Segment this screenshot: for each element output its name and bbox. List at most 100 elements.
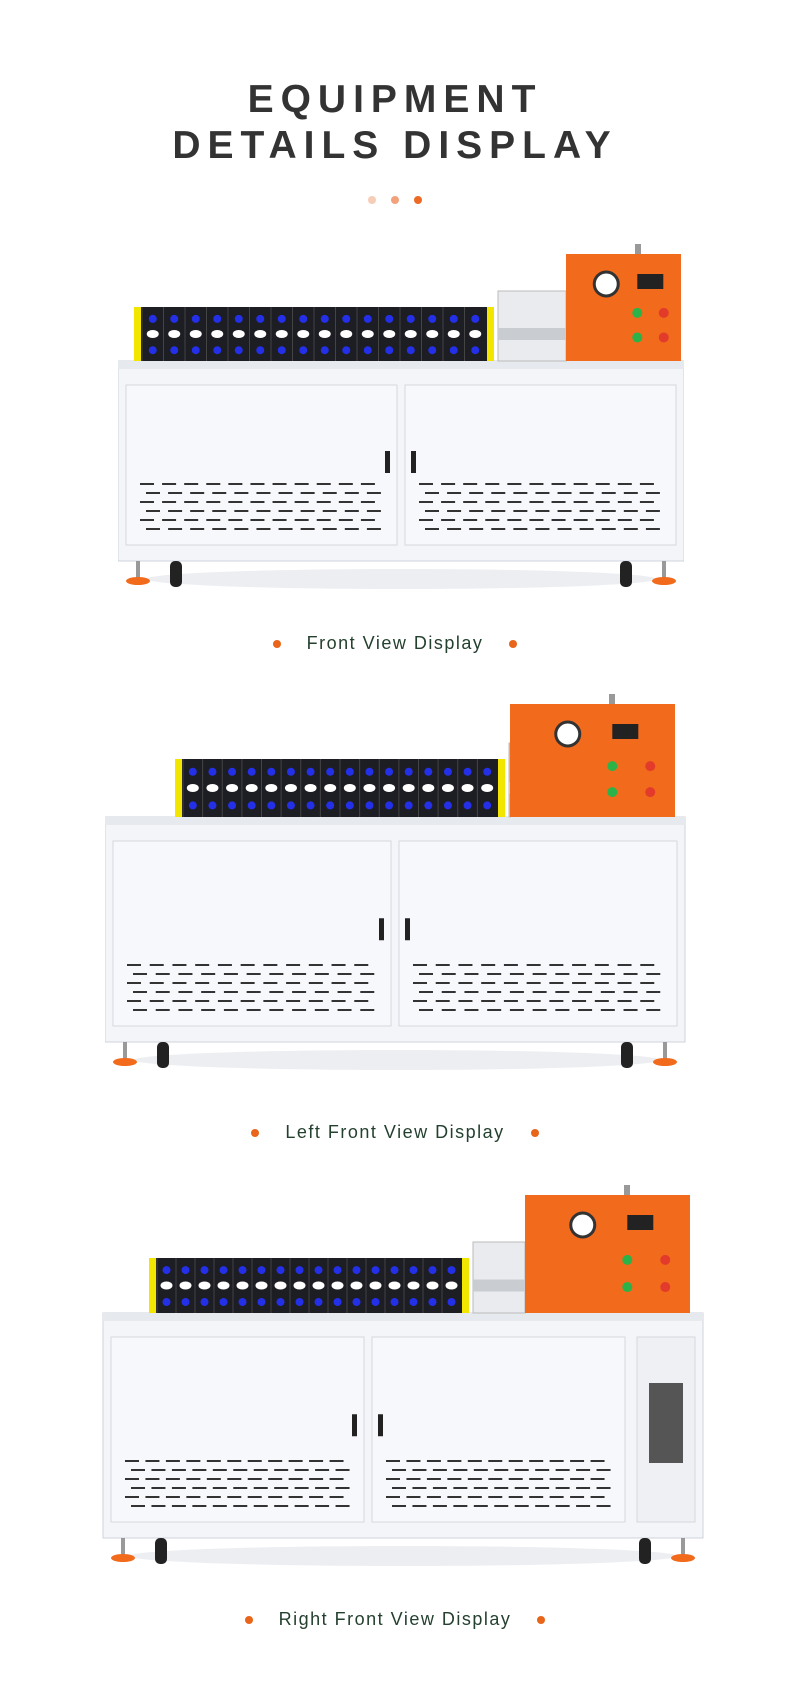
cell-terminal — [443, 767, 452, 776]
vent-slot — [201, 1009, 216, 1011]
vent-slot — [268, 1478, 283, 1480]
foot-stem — [121, 1538, 125, 1556]
vent-slot — [354, 982, 369, 984]
vent-slot — [425, 492, 439, 494]
caption-text: Front View Display — [306, 633, 484, 653]
control-button — [658, 332, 669, 343]
vent-slot — [386, 1478, 400, 1480]
cell-terminal — [449, 314, 458, 323]
vent-slot — [509, 1009, 524, 1011]
cell-terminal — [277, 346, 286, 355]
vent-slot — [288, 1496, 303, 1498]
control-button — [632, 307, 643, 318]
decorative-dots — [0, 196, 790, 204]
cell-terminal — [191, 314, 200, 323]
vent-slot — [412, 1469, 427, 1471]
vent-slot — [206, 1460, 221, 1462]
cabinet-top — [118, 361, 684, 369]
cell-terminal — [219, 1298, 228, 1306]
cell-terminal — [213, 346, 222, 355]
vent-slot — [162, 519, 177, 521]
cell-terminal — [447, 1298, 456, 1306]
vent-slot — [172, 982, 187, 984]
vent-slot — [491, 528, 506, 530]
vent-slot — [549, 1478, 564, 1480]
vent-slot — [168, 510, 183, 512]
vent-slot — [578, 991, 593, 993]
vent-slot — [473, 1487, 488, 1489]
vent-slot — [145, 1496, 160, 1498]
door-handle — [411, 451, 416, 473]
vent-slot — [212, 528, 227, 530]
vent-slot — [263, 964, 278, 966]
cell-vent — [168, 330, 181, 338]
vent-slot — [532, 1009, 547, 1011]
end-plate — [462, 1258, 469, 1313]
vent-slot — [464, 1009, 479, 1011]
cell-terminal — [385, 314, 394, 323]
cell-terminal — [306, 767, 315, 776]
vent-slot — [329, 1496, 344, 1498]
vent-slot — [646, 991, 661, 993]
cell-terminal — [234, 346, 243, 355]
vent-slot — [133, 991, 147, 993]
vent-slot — [308, 964, 323, 966]
vent-slot — [640, 1000, 655, 1002]
vent-slot — [247, 1478, 262, 1480]
vent-slot — [576, 1487, 591, 1489]
vent-slot — [447, 1478, 462, 1480]
caster-wheel — [155, 1538, 167, 1564]
vent-slot — [292, 991, 307, 993]
vent-slot — [412, 1487, 427, 1489]
cell-terminal — [228, 767, 237, 776]
vent-slot — [178, 991, 193, 993]
cell-terminal — [463, 801, 472, 810]
vent-slot — [590, 1478, 605, 1480]
vent-slot — [514, 1487, 529, 1489]
vent-slot — [639, 483, 654, 485]
control-button — [660, 1282, 671, 1293]
cell-terminal — [170, 314, 179, 323]
vent-slot — [309, 1496, 324, 1498]
vent-slot — [146, 528, 160, 530]
vent-slot — [406, 1478, 421, 1480]
vent-slot — [488, 1460, 503, 1462]
vent-slot — [192, 1487, 207, 1489]
cell-terminal — [295, 1266, 304, 1275]
cell-vent — [461, 784, 474, 792]
cell-vent — [297, 330, 310, 338]
vent-slot — [646, 1009, 661, 1011]
vent-slot — [278, 528, 293, 530]
vent-slot — [288, 1460, 303, 1462]
cell-terminal — [365, 801, 374, 810]
cell-vent — [236, 1281, 249, 1290]
vent-slot — [246, 1009, 261, 1011]
vent-slot — [263, 982, 278, 984]
vent-slot — [549, 1000, 564, 1002]
vent-slot — [272, 519, 287, 521]
vent-slot — [286, 964, 301, 966]
vent-slot — [509, 991, 524, 993]
vent-slot — [146, 510, 160, 512]
vent-slot — [186, 1478, 201, 1480]
cell-terminal — [326, 801, 335, 810]
vent-slot — [532, 991, 547, 993]
cell-terminal — [256, 314, 265, 323]
vent-slot — [419, 991, 433, 993]
cell-terminal — [170, 346, 179, 355]
vent-slot — [590, 1460, 605, 1462]
vent-slot — [184, 483, 199, 485]
air-inlet — [624, 1185, 630, 1195]
cell-terminal — [162, 1298, 171, 1306]
vent-slot — [535, 1487, 550, 1489]
vent-slot — [253, 1505, 268, 1507]
vent-slot — [269, 991, 284, 993]
vent-slot — [596, 1505, 611, 1507]
cell-terminal — [406, 314, 415, 323]
vent-slot — [639, 501, 654, 503]
cell-terminal — [428, 1266, 437, 1275]
cell-terminal — [320, 346, 329, 355]
vent-slot — [133, 973, 147, 975]
vent-slot — [601, 510, 616, 512]
cell-vent — [274, 1281, 287, 1290]
